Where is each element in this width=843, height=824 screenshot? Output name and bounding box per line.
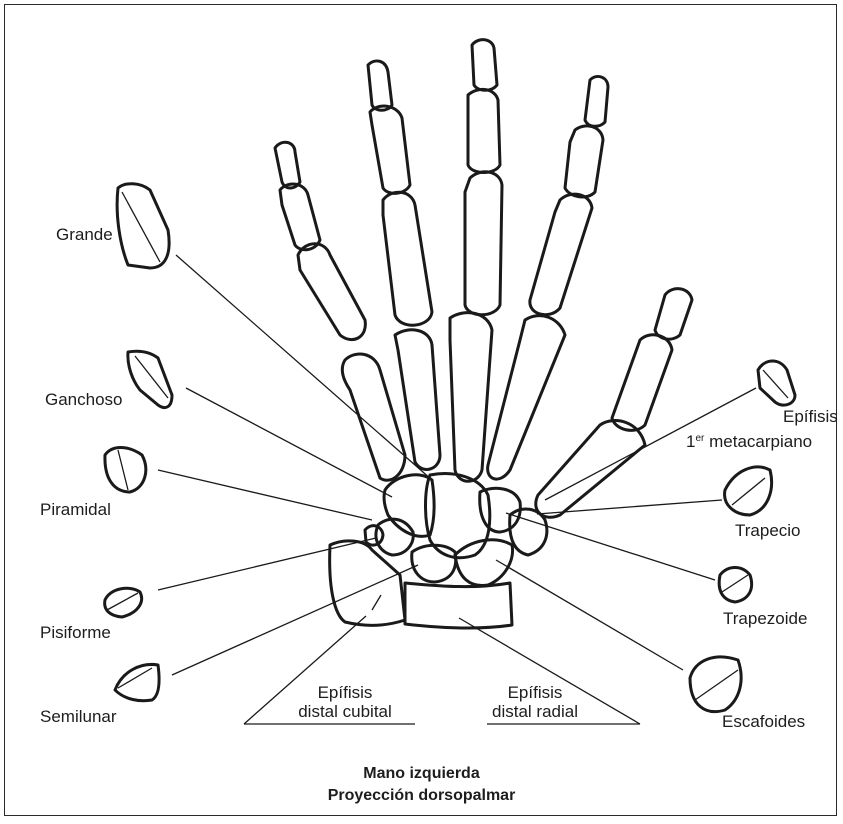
isolated-escafoides-shape xyxy=(690,657,741,712)
phalanx-4-distal xyxy=(368,61,392,110)
label-radial-line2: distal radial xyxy=(480,702,590,722)
phalanx-3-middle xyxy=(468,89,500,172)
phalanx-1-distal xyxy=(655,289,692,339)
phalanx-3-distal xyxy=(472,40,497,91)
label-cubital-line2: distal cubital xyxy=(285,702,405,722)
isolated-trapecio-shape xyxy=(725,467,772,515)
label-grande: Grande xyxy=(56,225,113,245)
phalanx-2-proximal xyxy=(530,194,592,315)
isolated-semilunar-shape xyxy=(115,664,159,700)
isolated-epifisis-shape xyxy=(758,361,795,405)
label-epifisis-1er-rest: metacarpiano xyxy=(709,432,812,451)
phalanx-4-middle xyxy=(370,106,410,193)
label-pisiforme: Pisiforme xyxy=(40,623,111,643)
isolated-piramidal-shape xyxy=(105,448,146,493)
isolated-trapezoide-shape xyxy=(719,568,751,603)
label-epifisis-1er-sup: er xyxy=(695,433,704,444)
phalanx-3-proximal xyxy=(465,172,502,315)
label-cubital-line1: Epífisis xyxy=(285,683,405,703)
carpal-pisiforme xyxy=(365,526,383,545)
label-epifisis-1er-line1: Epífisis xyxy=(783,407,838,427)
label-radial-line1: Epífisis xyxy=(480,683,590,703)
label-trapezoide: Trapezoide xyxy=(723,609,807,629)
phalanx-5-proximal xyxy=(298,244,365,340)
label-escafoides: Escafoides xyxy=(722,712,805,732)
phalanx-4-proximal xyxy=(383,192,432,325)
phalanx-5-middle xyxy=(280,184,320,250)
label-semilunar: Semilunar xyxy=(40,707,117,727)
caption-line1: Mano izquierda xyxy=(0,763,843,784)
radius-distal xyxy=(405,583,512,628)
metacarpal-3 xyxy=(450,313,492,482)
metacarpal-1 xyxy=(536,421,645,518)
label-epifisis-1er-line2: 1er metacarpiano xyxy=(686,429,812,452)
label-ganchoso: Ganchoso xyxy=(45,390,123,410)
phalanx-1-proximal xyxy=(612,335,672,431)
isolated-pisiforme-shape xyxy=(105,588,142,617)
phalanx-5-distal xyxy=(275,142,300,188)
carpal-semilunar xyxy=(412,545,456,582)
metacarpal-2 xyxy=(488,316,565,479)
metacarpal-5 xyxy=(342,354,405,480)
carpal-trapezoide xyxy=(480,488,521,532)
isolated-ganchoso-shape xyxy=(128,351,172,407)
label-trapecio: Trapecio xyxy=(735,521,801,541)
phalanx-2-middle xyxy=(565,126,603,197)
phalanx-2-distal xyxy=(585,76,608,126)
label-piramidal: Piramidal xyxy=(40,500,111,520)
caption-line2: Proyección dorsopalmar xyxy=(0,785,843,806)
